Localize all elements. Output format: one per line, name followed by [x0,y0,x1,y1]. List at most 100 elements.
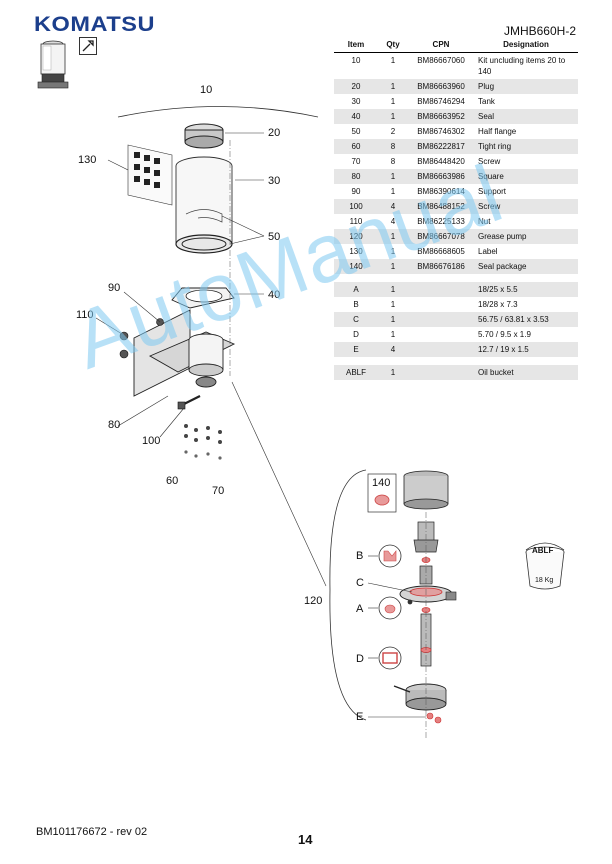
cell-designation: 5.70 / 9.5 x 1.9 [478,330,531,339]
cell-cpn: BM86746294 [417,97,465,106]
bucket-label: ABLF [532,546,553,555]
seal-package-box [367,473,397,513]
page-number: 14 [298,832,313,847]
callout-130: 130 [78,154,96,166]
cell-designation: Support [478,187,507,196]
cell-designation: Seal package [474,259,578,274]
cell-item: 60 [334,139,378,154]
seal-a-icon [378,596,402,620]
cell-qty: 1 [378,79,408,94]
cell-designation: 18/28 x 7.3 [478,300,518,309]
cell-cpn: BM86448420 [417,157,465,166]
cell-designation: Label [478,247,498,256]
callout-60: 60 [166,475,178,487]
cell-item: 30 [351,97,361,106]
callout-90: 90 [108,282,120,294]
cell-designation: 56.75 / 63.81 x 3.53 [474,312,578,327]
cell-item: 110 [349,217,363,226]
cell-item: B [353,300,359,309]
cell-qty: 4 [378,199,408,214]
table-row: B 1 18/28 x 7.3 [334,297,578,312]
support-bracket [133,309,236,397]
cell-cpn: BM86663952 [408,109,474,124]
cell-item: 50 [351,127,361,136]
cell-qty: 2 [390,127,396,136]
callout-80: 80 [108,419,120,431]
cell-designation: 12.7 / 19 x 1.5 [474,342,578,357]
cell-cpn: BM86663986 [408,169,474,184]
cell-qty: 1 [390,56,396,65]
cell-designation: Seal [474,109,578,124]
cell-designation: Tank [478,97,495,106]
cell-designation: Oil bucket [474,365,578,380]
plug [184,123,224,149]
cell-designation: Half flange [478,127,517,136]
tank [175,156,233,254]
bucket-weight: 18 Kg [535,577,553,584]
callout-140: 140 [372,477,390,489]
cell-cpn: BM86667060 [417,56,465,65]
callout-20: 20 [268,127,280,139]
tool-icon [79,37,97,55]
cell-qty: 1 [390,247,396,256]
cell-qty: 1 [378,312,408,327]
cell-item: C [334,312,378,327]
cell-designation: 18/25 x 5.5 [474,282,578,297]
callout-c: C [356,577,364,589]
cell-designation: Nut [478,217,491,226]
header-qty: Qty [378,38,408,53]
cell-qty: 4 [378,342,408,357]
seal [171,287,235,309]
callout-70: 70 [212,485,224,497]
callout-110: 110 [76,309,94,321]
callout-e: E [356,711,363,723]
cell-item: A [334,282,378,297]
callout-100: 100 [142,435,160,447]
cell-designation: Plug [474,79,578,94]
grease-pump [393,470,457,724]
cell-cpn: BM86746302 [417,127,465,136]
cell-item: 130 [349,247,363,256]
cell-cpn [408,312,474,327]
cell-qty: 1 [378,259,408,274]
komatsu-logo: KOMATSU [34,13,156,36]
cell-item: 90 [351,187,361,196]
cell-qty: 8 [390,157,396,166]
cell-designation: Screw [478,157,501,166]
screw [177,395,201,410]
cell-designation: Square [474,169,578,184]
cell-qty: 1 [390,300,396,309]
cell-item: 120 [334,229,378,244]
cell-designation: Grease pump [474,229,578,244]
parts-table-header: Item Qty CPN Designation [334,38,578,53]
cell-item: 100 [334,199,378,214]
cell-item: 10 [351,56,361,65]
table-row: 50 2 BM86746302 Half flange [334,124,578,139]
cell-cpn: BM86390614 [417,187,465,196]
kit-bracket [117,106,319,118]
cell-cpn [408,365,474,380]
seal-d-icon [378,646,402,670]
cell-qty: 1 [378,365,408,380]
tight-rings-and-screws [184,424,222,460]
cell-item: 140 [334,259,378,274]
cell-item: E [334,342,378,357]
header-designation: Designation [474,38,578,53]
cell-item: 40 [334,109,378,124]
cell-item: 80 [334,169,378,184]
